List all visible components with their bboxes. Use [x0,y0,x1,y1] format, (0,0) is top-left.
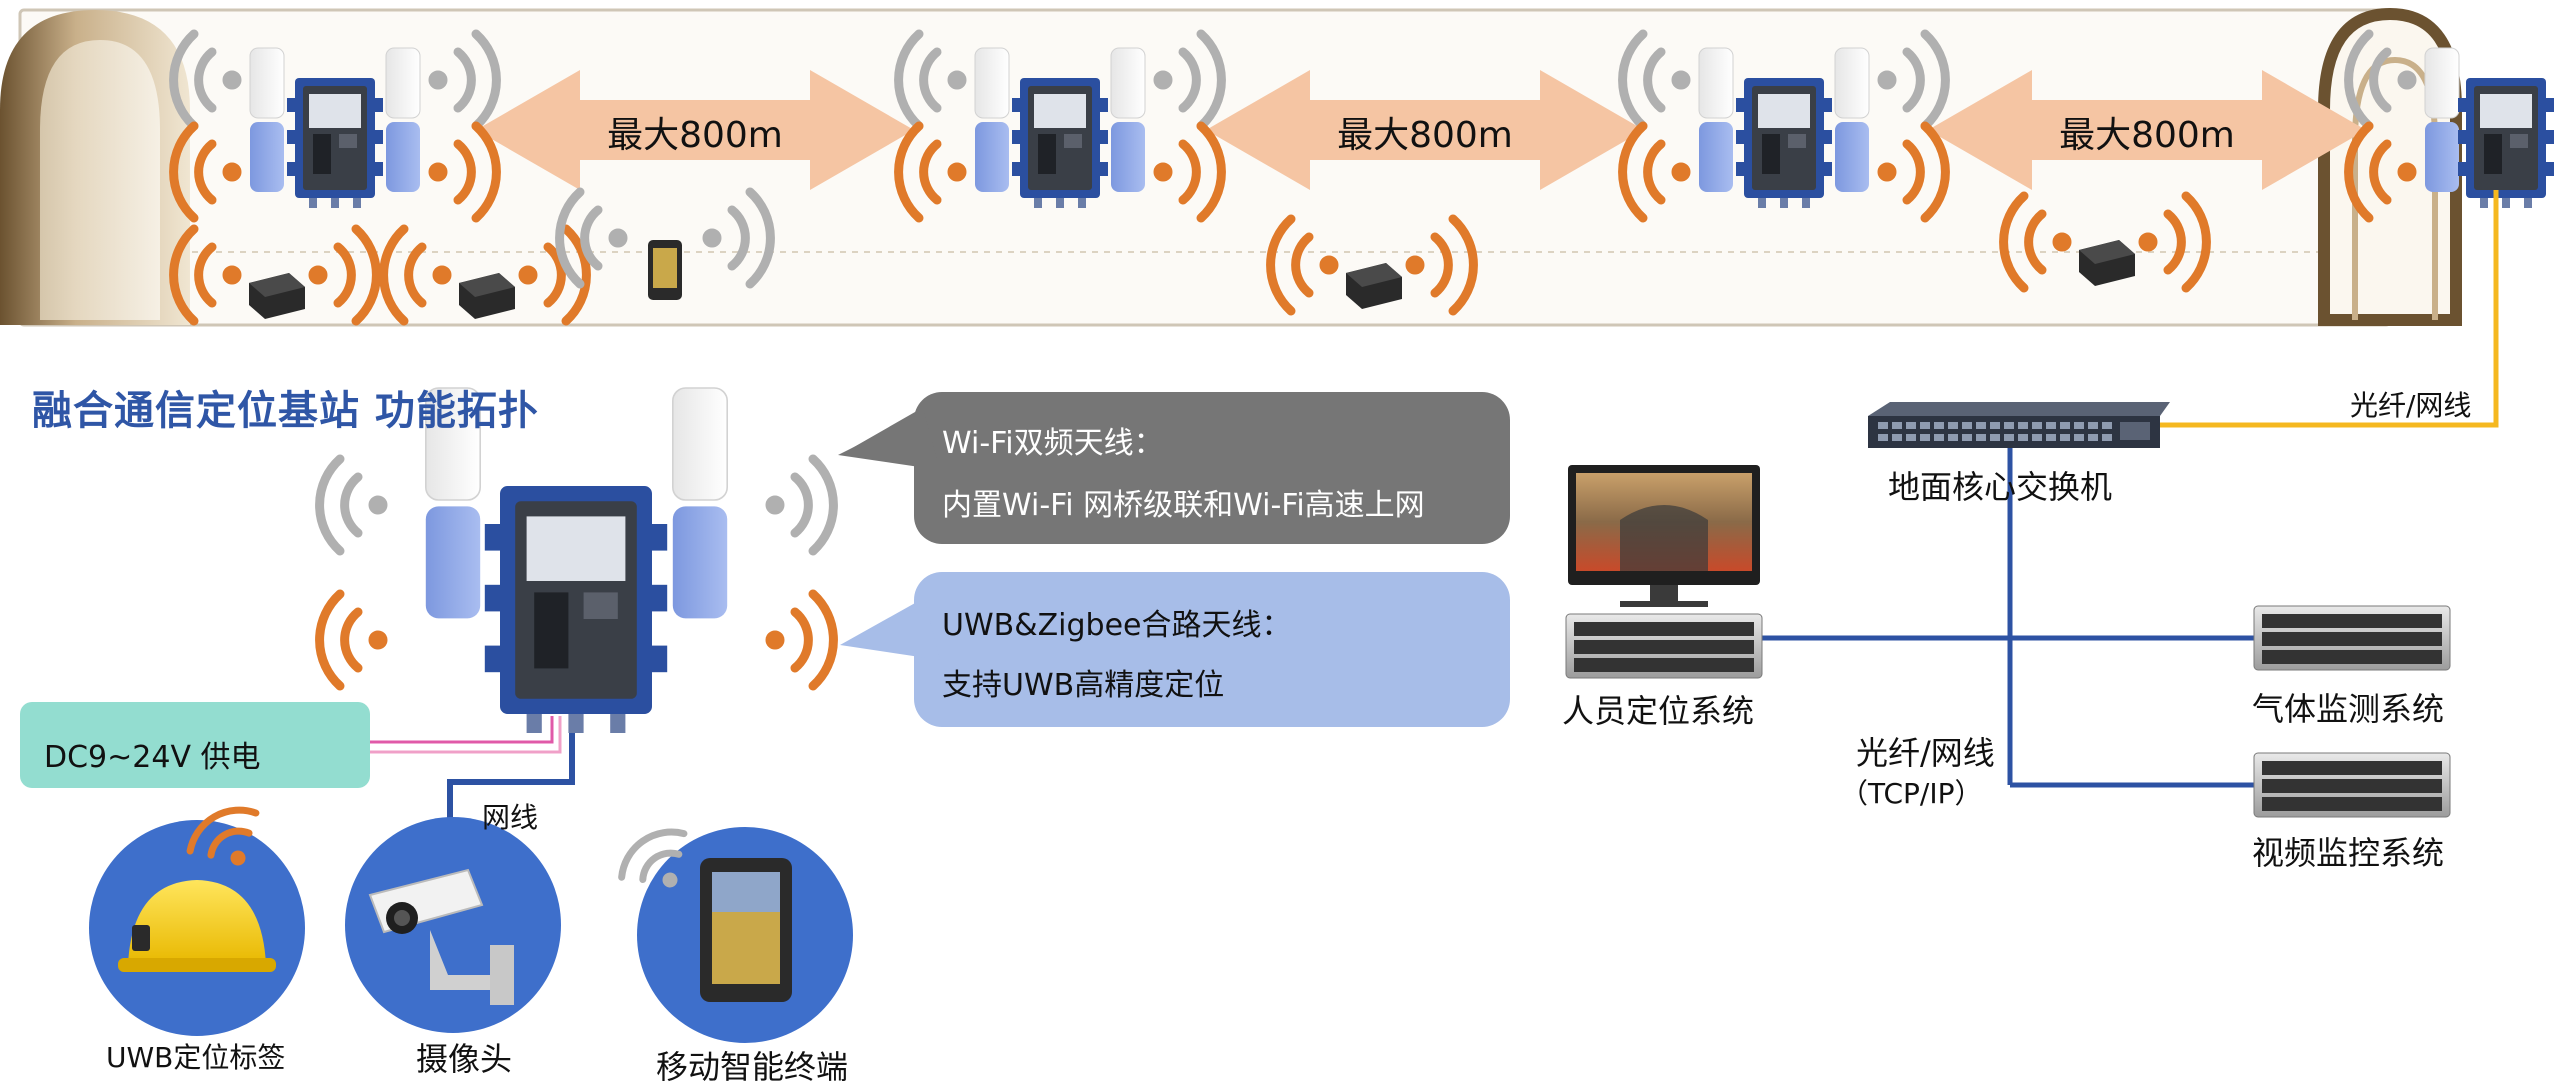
mobile-terminal-label: 移动智能终端 [656,1048,849,1086]
video-system-server [2253,752,2451,818]
wifi-icon-left [320,459,387,551]
camera-label: 摄像头 [416,1040,513,1078]
core-switch-label: 地面核心交换机 [1888,468,2113,506]
tunnel-phone [560,192,771,300]
phone-icon [700,858,792,1002]
personnel-system-device [1565,465,1763,679]
callout-uwb-line2: 支持UWB高精度定位 [942,668,1225,703]
fiber-label-line2: （TCP/IP） [1840,777,1983,810]
gas-system-server [2253,605,2451,671]
uwb-tag-label: UWB定位标签 [106,1041,286,1074]
video-system-label: 视频监控系统 [2252,834,2445,872]
fiber-link-yellow [2160,190,2499,428]
fiber-top-label: 光纤/网线 [2350,389,2472,422]
power-box [20,702,370,788]
camera-icon [368,868,514,1005]
core-switch [1868,402,2170,448]
wifi-icon-right [766,459,833,551]
uwb-signal-icon-right [766,594,833,686]
topology-title: 融合通信定位基站 功能拓扑 [32,388,539,434]
helmet-icon [128,880,266,965]
mobile-terminal-device [612,819,853,1043]
distance-arrow-1 [476,70,914,190]
cable-label: 网线 [482,801,539,834]
callout-wifi-box [838,390,1510,544]
distance-label-2: 最大800m [1337,115,1513,156]
power-label: DC9~24V 供电 [44,740,261,775]
network-lines [1762,448,2254,788]
camera-device [345,817,561,1033]
uwb-tag-device [89,798,305,1036]
distance-label-1: 最大800m [607,115,783,156]
distance-arrow-2 [1206,70,1644,190]
callout-uwb-line1: UWB&Zigbee合路天线： [942,608,1292,643]
distance-arrow-3 [1928,70,2366,190]
callout-wifi-line1: Wi-Fi双频天线： [942,426,1164,461]
main-base-station [424,387,729,733]
callout-wifi-line2: 内置Wi-Fi 网桥级联和Wi-Fi高速上网 [942,488,1425,523]
distance-label-3: 最大800m [2059,115,2235,156]
personnel-system-label: 人员定位系统 [1562,692,1755,730]
fiber-label-line1: 光纤/网线 [1856,734,1995,772]
gas-system-label: 气体监测系统 [2252,690,2445,728]
uwb-signal-icon-left [320,594,387,686]
callout-uwb-box [840,572,1510,727]
